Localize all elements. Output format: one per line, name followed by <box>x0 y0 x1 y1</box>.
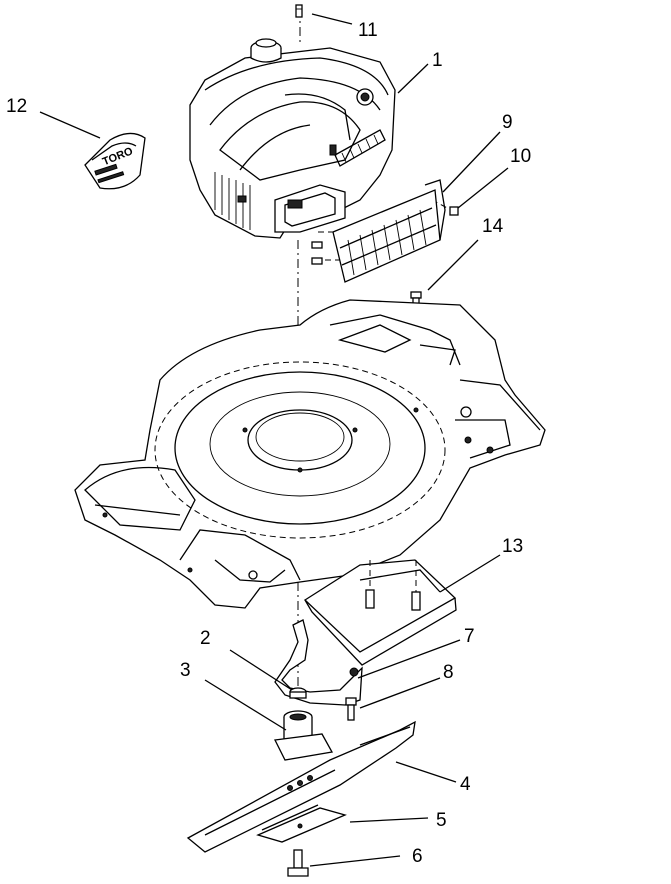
callout-8: 8 <box>443 662 454 683</box>
blade-stiffener-part <box>256 804 347 843</box>
callout-6: 6 <box>412 846 423 867</box>
callout-13: 13 <box>502 536 523 557</box>
callout-12: 12 <box>6 96 27 117</box>
callout-1: 1 <box>432 50 443 71</box>
callout-2: 2 <box>200 628 211 649</box>
callout-4: 4 <box>460 774 471 795</box>
engine-top-screw-part <box>295 4 303 18</box>
blade-part <box>186 720 416 853</box>
leader-lines <box>39 13 509 867</box>
callout-14: 14 <box>482 216 504 237</box>
muffler-guard-part <box>332 179 446 283</box>
bracket-screw-part <box>345 697 357 721</box>
callout-labels: 11 1 12 9 10 14 13 7 2 8 3 4 5 6 <box>6 20 531 867</box>
blade-bolt-part <box>287 849 309 877</box>
callout-7: 7 <box>464 626 475 647</box>
decal-part: TORO <box>84 132 146 190</box>
callout-5: 5 <box>436 810 447 831</box>
callout-3: 3 <box>180 660 191 681</box>
baffle-bracket-part <box>274 619 363 706</box>
callout-9: 9 <box>502 112 513 133</box>
callout-11: 11 <box>358 20 378 41</box>
mower-deck-part <box>74 299 546 609</box>
guard-screw-part <box>449 206 459 216</box>
blade-adapter-part <box>274 710 334 761</box>
blade-adapter-key-part <box>289 687 307 699</box>
engine-part <box>189 38 396 239</box>
callout-10: 10 <box>510 146 531 167</box>
guard-side-screws <box>311 241 323 265</box>
baffle-part <box>303 559 457 666</box>
